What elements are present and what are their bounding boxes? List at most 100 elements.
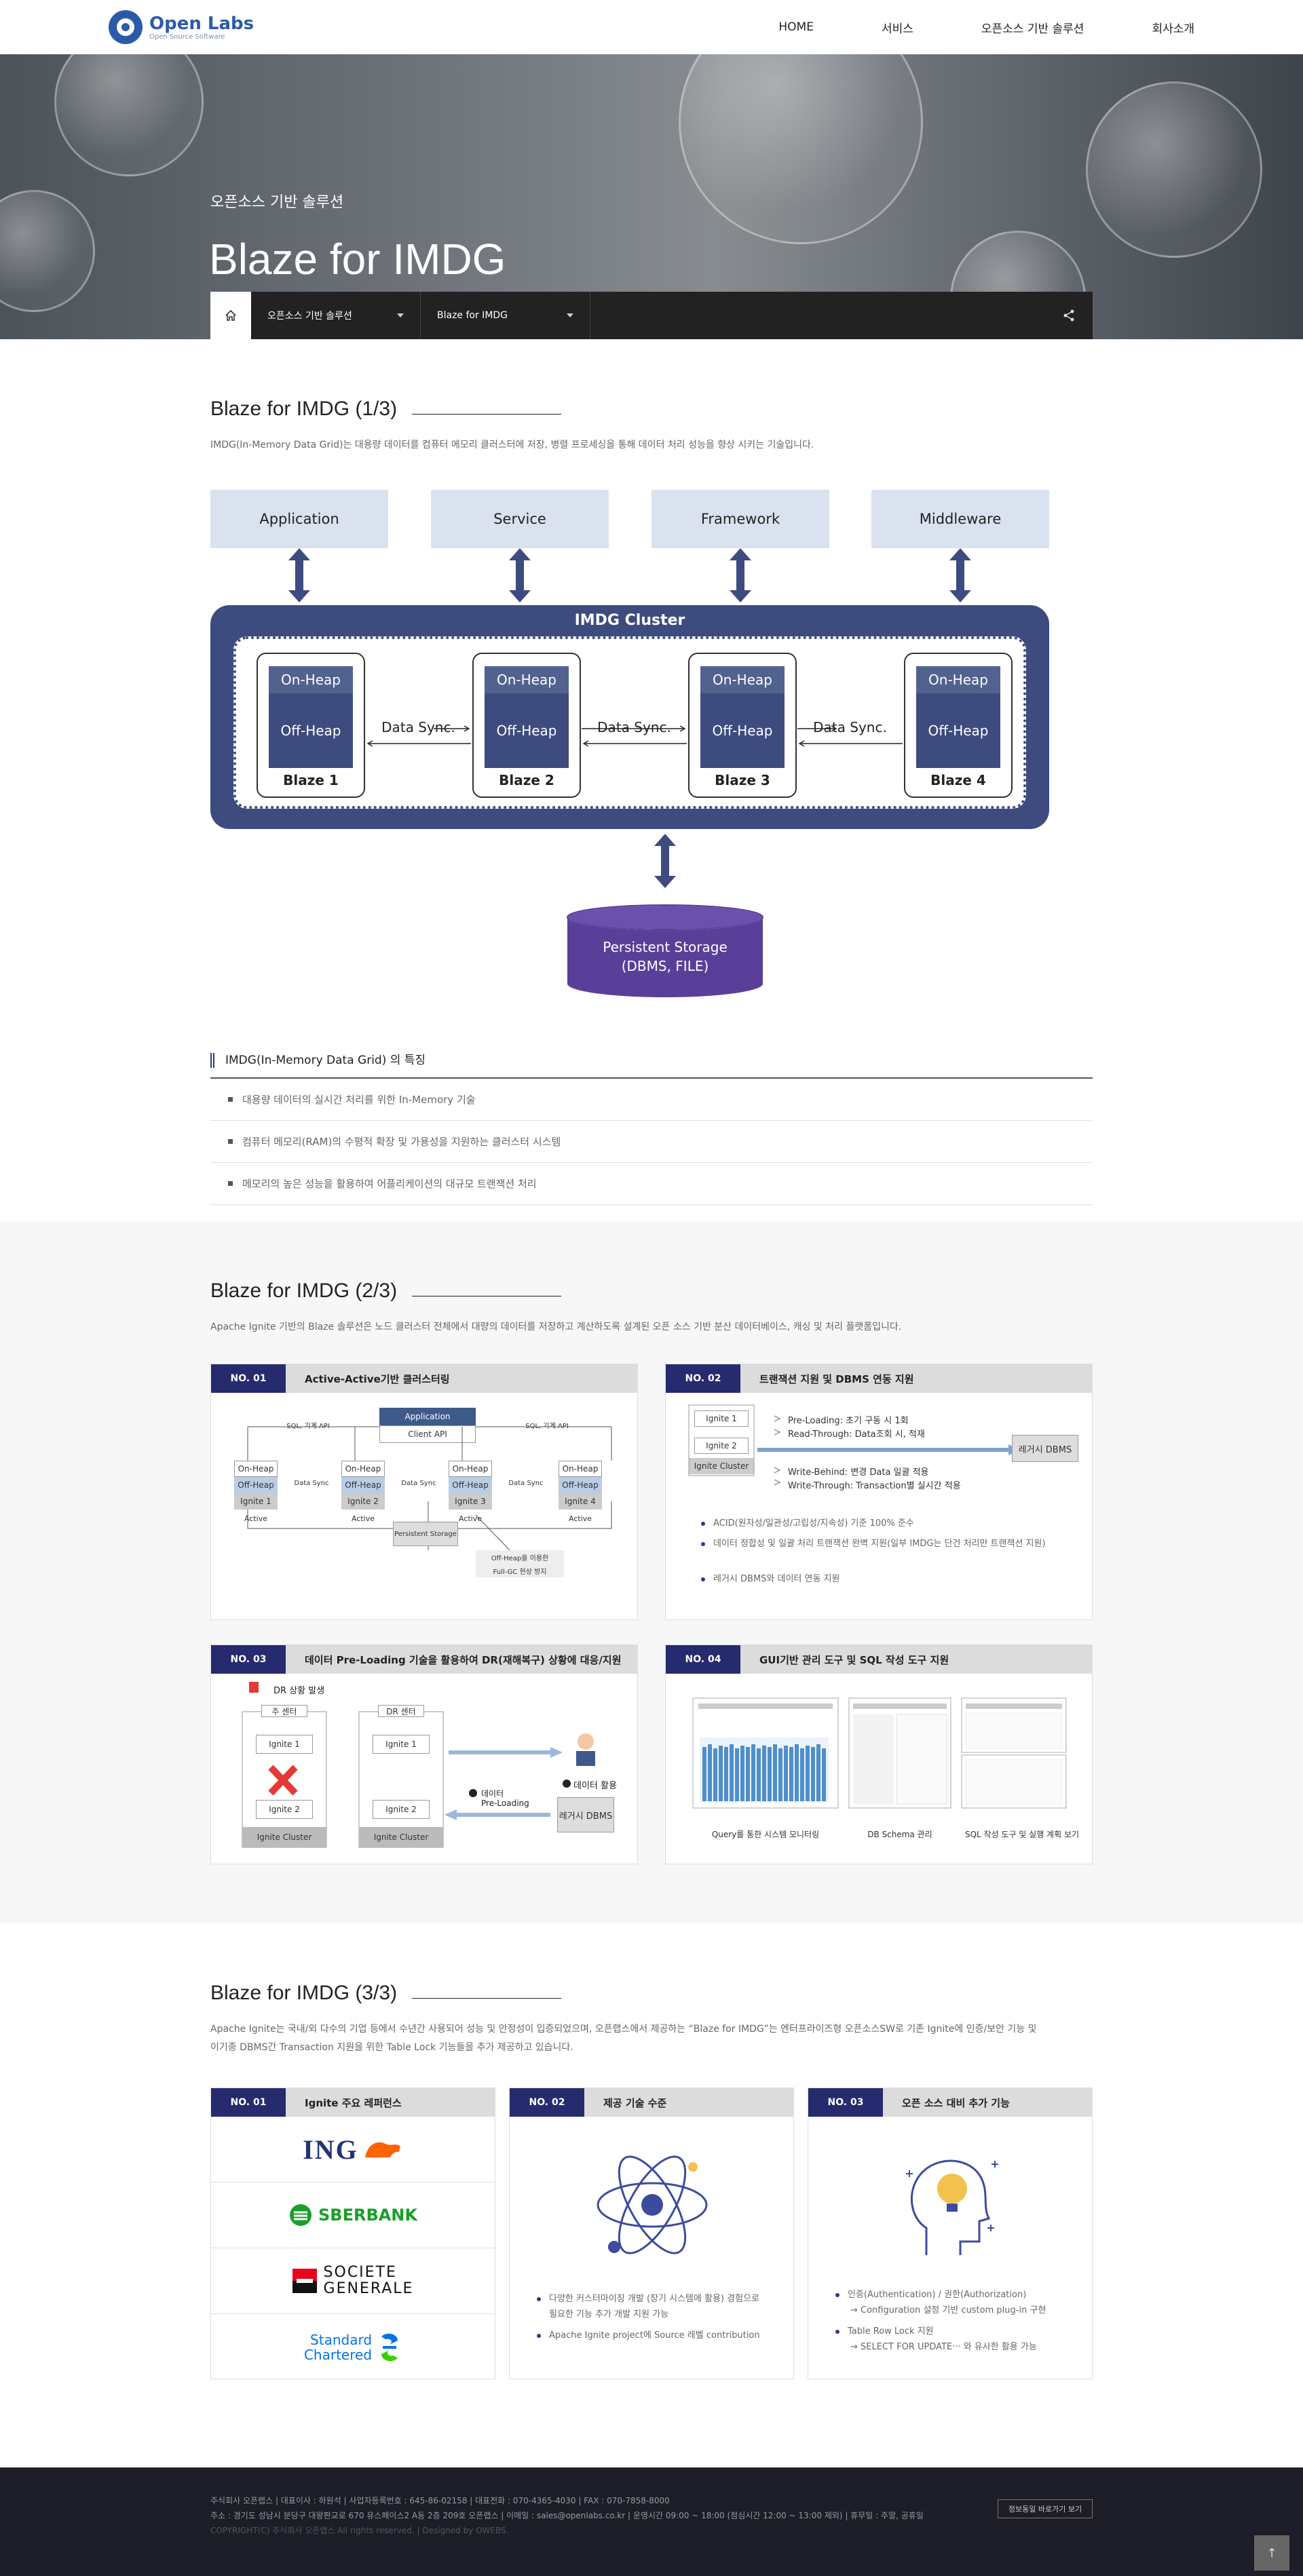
node-name: Blaze 1 [283,772,339,788]
chartered-wordmark: Chartered [303,2346,373,2363]
on-heap: On-Heap [485,666,569,693]
features-block: IMDG(In-Memory Data Grid) 의 특징 대용량 데이터의 … [210,1053,1093,1205]
active-label: Active [458,1514,483,1523]
nav-service[interactable]: 서비스 [881,22,913,36]
ignite-node: Ignite 1 [373,1735,430,1754]
on-heap: On-Heap [234,1461,278,1477]
location-depth2-label: Blaze for IMDG [437,310,508,321]
imdg-cluster: IMDG Cluster On-Heap Off-Heap Blaze 1 On… [210,605,1049,829]
persistent-storage-box: Persistent Storage [393,1522,458,1546]
nav-company[interactable]: 회사소개 [1152,22,1194,36]
ref-standard-chartered-logo: Standard Chartered [211,2314,495,2380]
caret-down-icon [567,313,573,318]
societe-generale-icon [292,2269,317,2293]
double-arrow-icon [654,834,676,888]
standard-wordmark: Standard [310,2331,373,2348]
card-transaction: NO. 02 트랜잭션 지원 및 DBMS 연동 지원 Ignite 1 Ign… [665,1364,1093,1620]
sync-arrows-icon [797,725,903,747]
caret-down-icon [397,313,404,318]
data-label: 데이터 [481,1789,504,1799]
off-heap: Off-Heap [916,693,1000,768]
off-heap: Off-Heap [559,1477,602,1493]
header: Open Labs Open Source Software HOME 서비스 … [0,0,1303,54]
section-desc: Apache Ignite 기반의 Blaze 솔루션은 노드 클러스터 전체에… [210,1322,902,1332]
card-number: NO. 02 [666,1364,740,1393]
nav-solution[interactable]: 오픈소스 기반 솔루션 [981,22,1084,36]
main-center-label: 주 센터 [261,1705,307,1717]
sync-label: Data Sync [401,1479,436,1487]
layer-middleware: Middleware [871,490,1049,548]
footer: 주식회사 오픈랩스 | 대표이사 : 하원석 | 사업자등록번호 : 645-8… [0,2467,1303,2576]
tech-bullet: 다양한 커스터마이징 개발 (장기 시스템에 활용) 경험으로 [537,2292,781,2307]
imdg-diagram: Application Service Framework Middleware… [210,490,1052,1005]
off-heap: Off-Heap [269,693,353,768]
logo[interactable]: Open Labs Open Source Software [109,10,254,44]
preloading-text: Pre-Loading: 초기 구동 시 1회 [788,1416,909,1426]
blaze-node-4: On-Heap Off-Heap Blaze 4 [904,653,1013,798]
section-imdg-3: Blaze for IMDG (3/3) Apache Ignite는 국내/외… [0,1923,1303,2508]
dr-center-label: DR 센터 [378,1705,424,1717]
on-heap: On-Heap [916,666,1000,693]
ignite-node: Ignite 3 [449,1493,492,1510]
footer-company-info: 주식회사 오픈랩스 | 대표이사 : 하원석 | 사업자등록번호 : 645-8… [210,2496,670,2505]
ref-societe-logo: SOCIETE GENERALE [211,2248,495,2314]
feature-item: 메모리의 높은 성능을 활용하여 어플리케이션의 대규모 트랜잭션 처리 [210,1163,1093,1205]
database-icon [567,904,763,997]
section-title: Blaze for IMDG (1/3) [210,398,561,421]
cluster-title: IMDG Cluster [574,612,685,629]
card-active-active: NO. 01 Active-Active기반 클러스터링 Application… [210,1364,638,1620]
bulb-image [1086,81,1262,258]
card-number: NO. 03 [211,1645,286,1674]
sql-label: SQL, 기계 API [286,1422,330,1430]
off-heap: Off-Heap [449,1477,492,1493]
ignite-node: Ignite 2 [373,1800,430,1819]
nav-home[interactable]: HOME [778,20,814,34]
section-desc-1: Apache Ignite는 국내/외 다수의 기업 등에서 수년간 사용되어 … [210,2024,1037,2035]
hero-title: Blaze for IMDG [209,235,506,284]
double-arrow-icon [288,548,310,602]
dr-event-label: DR 상황 발생 [273,1686,325,1696]
blaze-node-1: On-Heap Off-Heap Blaze 1 [257,653,365,798]
logo-mark-icon [109,10,143,44]
sync-label: Data Sync [508,1479,544,1487]
section-imdg-2: Blaze for IMDG (2/3) Apache Ignite 기반의 B… [0,1221,1303,1923]
writethrough-text: Write-Through: Transaction별 실시간 적용 [788,1481,961,1491]
ref-ing-logo: ING [211,2117,495,2183]
feature-item: 대용량 데이터의 실시간 처리를 위한 In-Memory 기술 [210,1079,1093,1121]
card-title: Ignite 주요 레퍼런스 [305,2096,402,2109]
legacy-dbms: 레거시 DBMS [1012,1435,1078,1462]
location-depth2[interactable]: Blaze for IMDG [421,292,590,339]
hero-banner: 오픈소스 기반 솔루션 Blaze for IMDG [0,54,1303,339]
preloading-label: Pre-Loading [481,1799,529,1808]
sberbank-wordmark: SBERBANK [318,2206,417,2225]
card-number: NO. 01 [211,1364,286,1393]
card-number: NO. 03 [808,2088,883,2117]
footer-info-button[interactable]: 정보동일 바로가기 보기 [998,2499,1093,2518]
fullgc-note: Full-GC 현상 방지 [476,1564,564,1577]
card-title: 제공 기술 수준 [603,2096,667,2109]
section-desc-2: 이기종 DBMS간 Transaction 지원을 위한 Table Lock … [210,2042,573,2053]
card-tech-level: NO. 02 제공 기술 수준 다양한 커스터마이징 개발 (장기 시스템에 활… [509,2088,794,2379]
active-label: Active [568,1514,592,1523]
caption-sql-tool: SQL 작성 도구 및 실행 계획 보기 [964,1830,1080,1839]
ignite-node: Ignite 1 [234,1493,278,1510]
ignite-node: Ignite 2 [256,1800,313,1819]
section-title: Blaze for IMDG (2/3) [210,1280,561,1303]
location-depth1[interactable]: 오픈소스 기반 솔루션 [251,292,421,339]
ref-sberbank-logo: SBERBANK [211,2183,495,2248]
ignite-node: Ignite 2 [694,1438,749,1454]
head-lightbulb-icon [906,2159,998,2255]
storage-subtitle: (DBMS, FILE) [621,958,709,974]
share-button[interactable] [1045,292,1093,339]
storage-title: Persistent Storage [603,939,728,955]
application-box: Application [379,1408,476,1425]
data-use-label: 데이터 활용 [573,1781,617,1791]
home-button[interactable] [210,292,251,339]
on-heap: On-Heap [341,1461,385,1477]
card-dr-preloading: NO. 03 데이터 Pre-Loading 기술을 활용하여 DR(재해복구)… [210,1645,638,1864]
card-number: NO. 04 [666,1645,740,1674]
off-heap: Off-Heap [234,1477,278,1493]
scroll-top-button[interactable]: ↑ [1254,2535,1289,2571]
double-arrow-icon [949,548,971,602]
dr-diagram [242,1682,595,1848]
